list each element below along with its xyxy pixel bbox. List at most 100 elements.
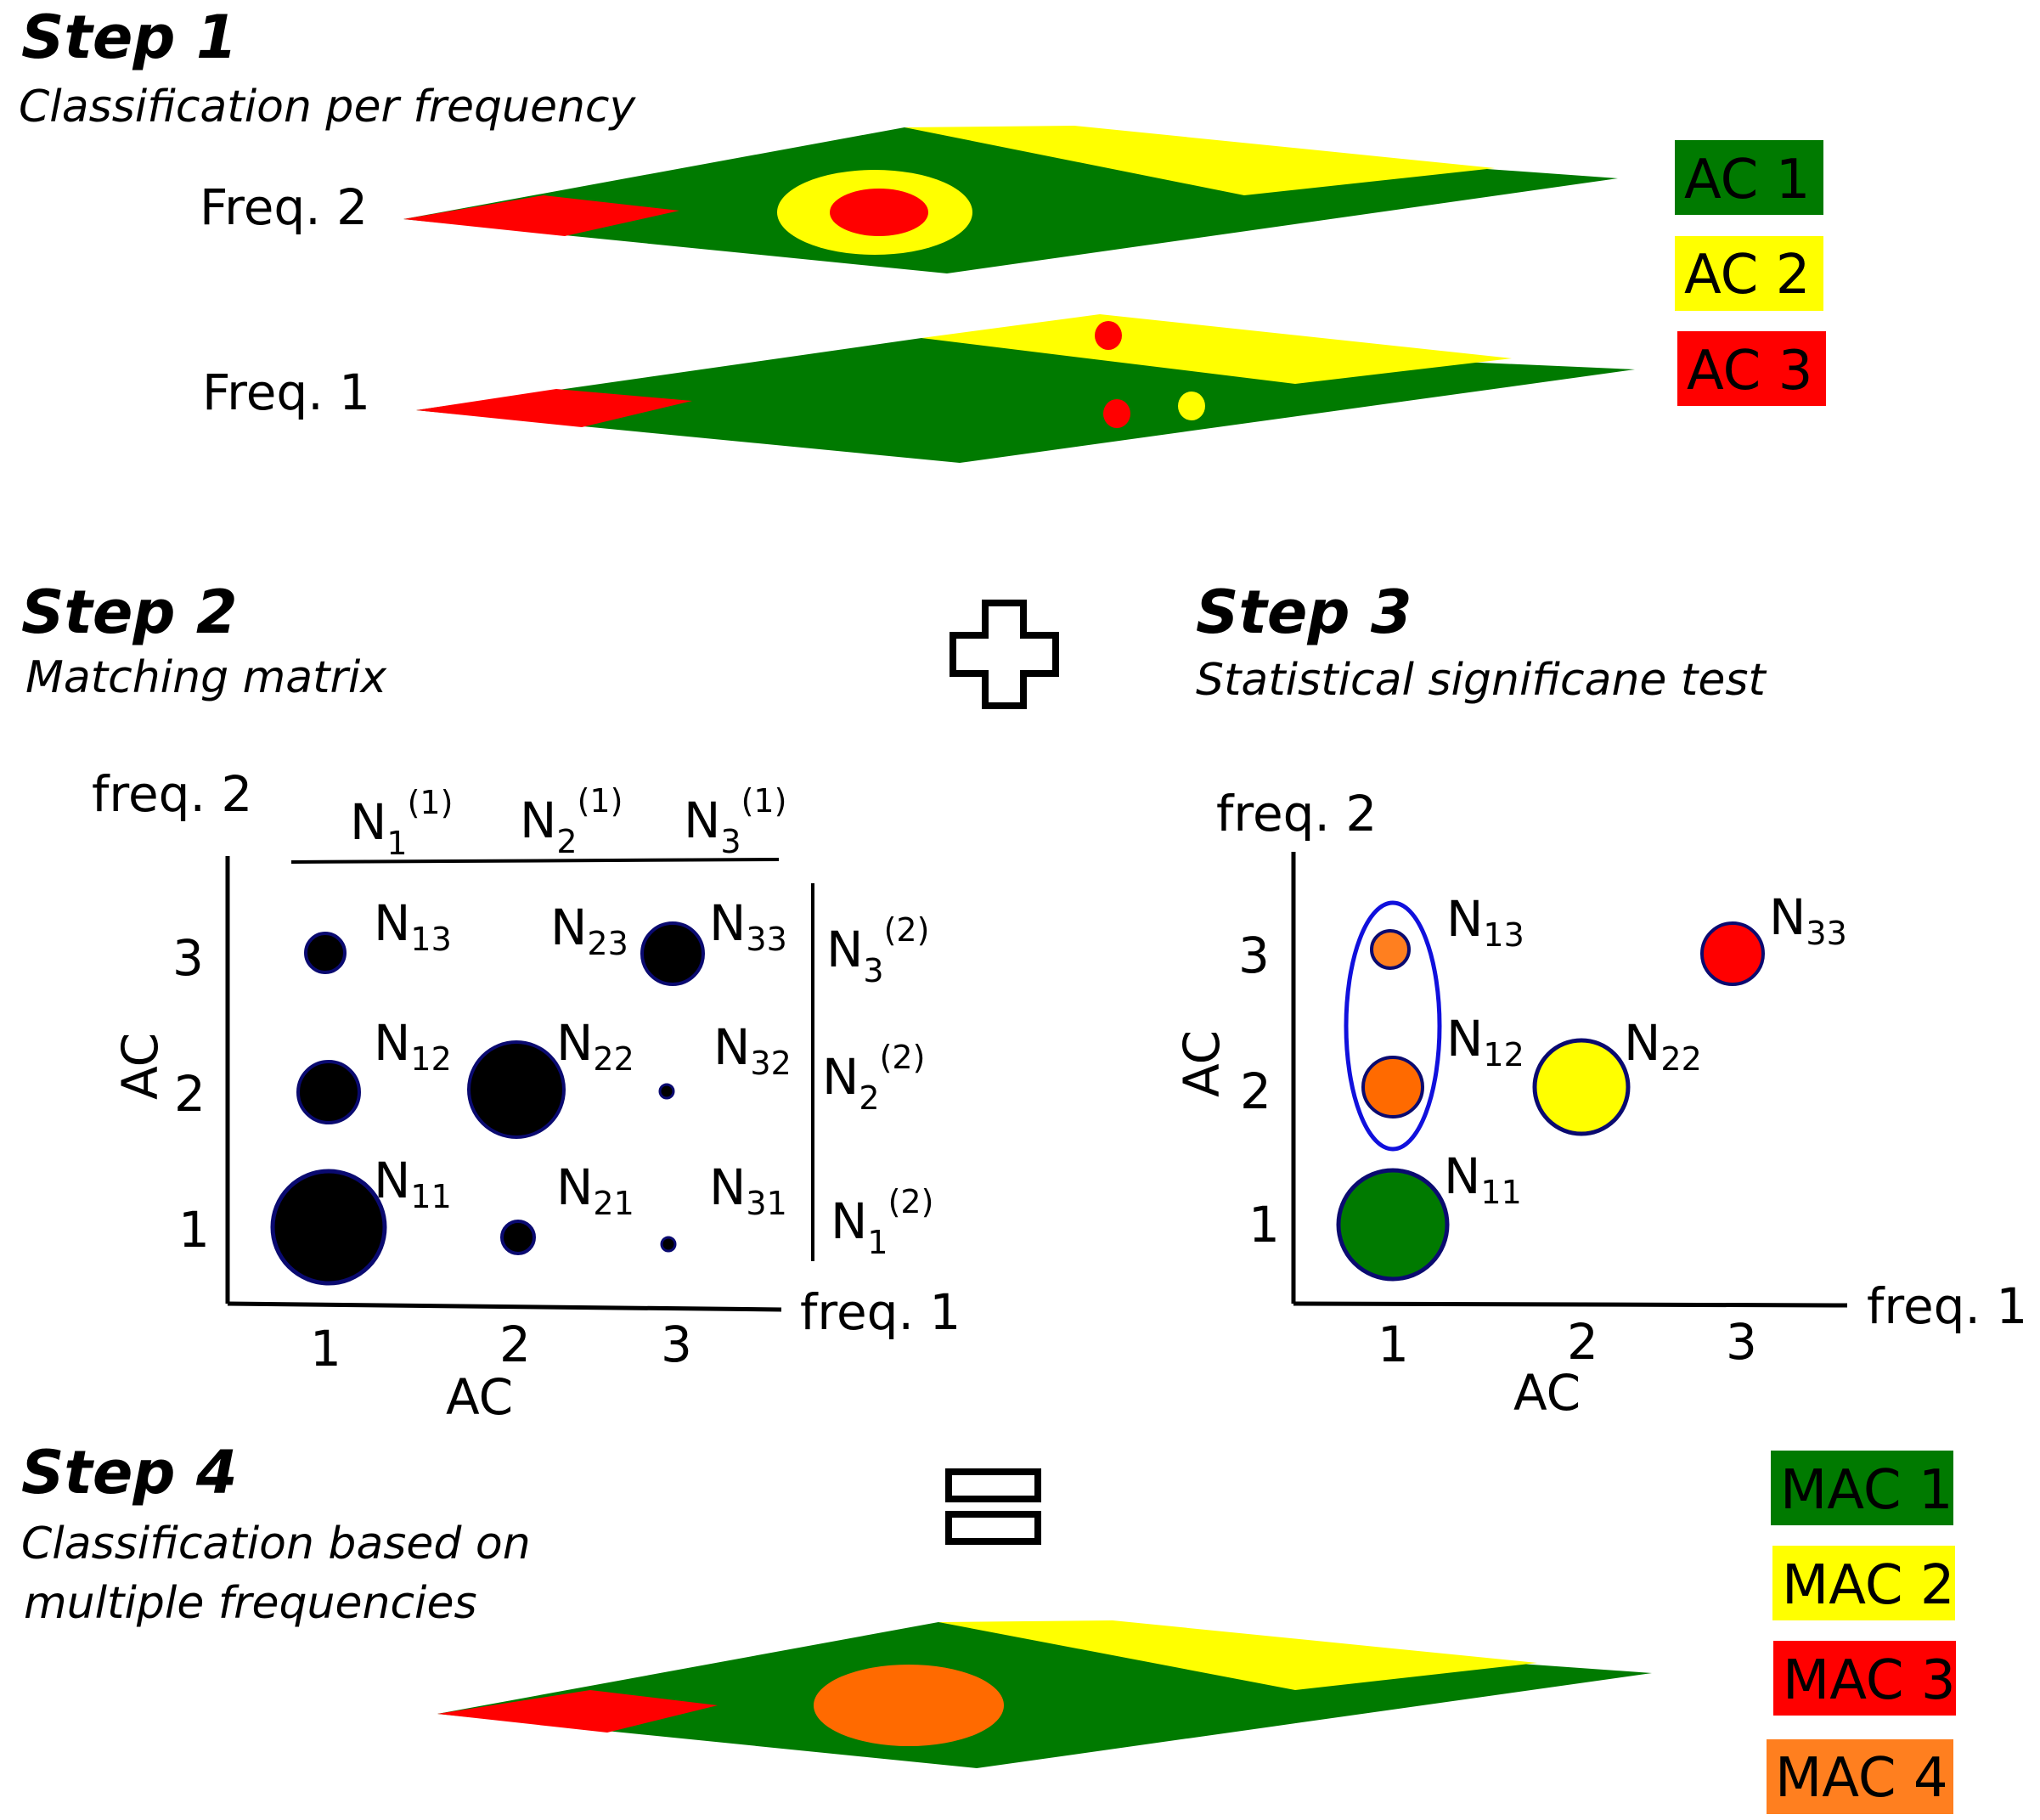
legend-mac3-swatch bbox=[1773, 1641, 1956, 1716]
step3-title: Step 3 bbox=[1196, 578, 1412, 647]
step3-x-tick-1: 1 bbox=[1378, 1316, 1409, 1373]
step2-row-total-3: N3(2) bbox=[826, 911, 929, 989]
step2-title: Step 2 bbox=[21, 578, 238, 647]
n33-red-bubble bbox=[1700, 921, 1765, 986]
n22-yellow-bubble bbox=[1532, 1038, 1631, 1136]
n11-green-bubble bbox=[1336, 1168, 1450, 1282]
step2-matrix: freq. 2 freq. 1 AC AC 1 2 3 1 2 3 N1(1) … bbox=[92, 765, 961, 1426]
n12-label: N12 bbox=[374, 1014, 452, 1078]
freq1-red-dot-top bbox=[1095, 321, 1122, 350]
step2-subtitle: Matching matrix bbox=[25, 652, 387, 703]
n22-bubble bbox=[467, 1040, 566, 1139]
n31-label: N31 bbox=[709, 1158, 787, 1222]
equals-icon bbox=[945, 1468, 1041, 1545]
n12-orange-bubble bbox=[1361, 1056, 1424, 1118]
legend-ac2-swatch bbox=[1675, 236, 1823, 311]
n11-label: N11 bbox=[374, 1152, 452, 1215]
legend-ac2-label: AC 2 bbox=[1684, 244, 1810, 307]
combined-map-layer bbox=[437, 1620, 1652, 1768]
legend-ac3-label: AC 3 bbox=[1687, 340, 1812, 403]
n32-bubble bbox=[658, 1083, 675, 1100]
n21-bubble bbox=[500, 1220, 536, 1255]
legend-ac1-label: AC 1 bbox=[1684, 149, 1810, 211]
step2-row-total-2: N2(2) bbox=[822, 1039, 925, 1117]
step3-x-tick-2: 2 bbox=[1567, 1313, 1598, 1371]
step3-x-axis bbox=[1293, 1301, 1848, 1308]
combined-yellow-area bbox=[938, 1620, 1537, 1690]
freq2-red-area bbox=[403, 195, 679, 236]
step3-subtitle: Statistical significane test bbox=[1196, 655, 1767, 706]
freq2-red-core bbox=[830, 189, 928, 236]
legend-mac2-label: MAC 2 bbox=[1782, 1554, 1955, 1617]
n13-bubble bbox=[304, 932, 347, 974]
n11-bubble bbox=[270, 1169, 387, 1286]
step2-row-total-1: N1(2) bbox=[831, 1183, 933, 1261]
step3-ac-y-label: AC bbox=[1173, 1030, 1231, 1097]
step4-title: Step 4 bbox=[21, 1438, 238, 1507]
freq1-red-dot bbox=[1103, 399, 1130, 428]
step2-ac-y-label: AC bbox=[111, 1033, 169, 1100]
freq1-map-layer bbox=[416, 314, 1635, 463]
combined-red-area bbox=[437, 1690, 718, 1733]
legend-ac1-swatch bbox=[1675, 140, 1823, 215]
freq1-label: Freq. 1 bbox=[202, 363, 370, 421]
step2-y-tick-3: 3 bbox=[172, 929, 204, 987]
step3-significance-plot: freq. 2 freq. 1 AC AC 1 2 3 1 2 3 N13 N1… bbox=[1173, 785, 2027, 1422]
step2-col-total-1: N1(1) bbox=[350, 784, 453, 862]
freq2-map-layer bbox=[403, 126, 1618, 273]
step2-y-tick-1: 1 bbox=[178, 1201, 210, 1259]
n12-bubble bbox=[296, 1060, 361, 1124]
legend-mac3-label: MAC 3 bbox=[1783, 1649, 1956, 1712]
step1-legend: AC 1 AC 2 AC 3 bbox=[1675, 140, 1826, 406]
n33-label: N33 bbox=[709, 894, 787, 958]
step2-ac-x-label: AC bbox=[446, 1368, 513, 1426]
n33-bubble bbox=[640, 921, 705, 986]
n32-label: N32 bbox=[713, 1018, 792, 1082]
step3-ac-x-label: AC bbox=[1513, 1364, 1581, 1422]
step3-y-tick-1: 1 bbox=[1248, 1196, 1280, 1254]
n22-label: N22 bbox=[556, 1014, 634, 1078]
step3-x-axis-label: freq. 1 bbox=[1867, 1277, 2027, 1335]
step2-x-axis-label: freq. 1 bbox=[800, 1283, 961, 1341]
step2-x-axis bbox=[227, 1301, 782, 1312]
legend-mac4-label: MAC 4 bbox=[1775, 1747, 1948, 1810]
s3-n11-label: N11 bbox=[1444, 1147, 1522, 1211]
freq1-yellow-dot bbox=[1178, 392, 1205, 420]
step2-x-tick-1: 1 bbox=[310, 1320, 341, 1378]
legend-mac1-label: MAC 1 bbox=[1780, 1459, 1953, 1522]
step2-col-total-line bbox=[290, 858, 780, 864]
step2-y-axis-label: freq. 2 bbox=[92, 765, 252, 823]
n21-label: N21 bbox=[556, 1158, 634, 1222]
n31-bubble bbox=[660, 1236, 677, 1253]
step2-y-tick-2: 2 bbox=[174, 1065, 206, 1123]
legend-mac2-swatch bbox=[1772, 1546, 1955, 1620]
step4-subtitle-line1: Classification based on bbox=[21, 1519, 531, 1569]
s3-n33-label: N33 bbox=[1769, 888, 1847, 952]
step1-subtitle: Classification per frequency bbox=[19, 82, 637, 132]
n13-orange-bubble bbox=[1370, 929, 1411, 970]
step2-x-tick-2: 2 bbox=[499, 1316, 531, 1373]
n23-label: N23 bbox=[550, 899, 628, 962]
freq1-red-area bbox=[416, 389, 692, 427]
step2-x-tick-3: 3 bbox=[661, 1316, 692, 1373]
merge-group-ellipse bbox=[1344, 900, 1442, 1152]
step2-col-total-3: N3(1) bbox=[684, 782, 786, 860]
combined-orange-area bbox=[814, 1665, 1004, 1746]
legend-mac4-swatch bbox=[1767, 1739, 1953, 1814]
plus-icon bbox=[950, 600, 1059, 709]
n13-label: N13 bbox=[374, 894, 452, 958]
step2-col-total-2: N2(1) bbox=[520, 782, 623, 860]
step3-y-axis-label: freq. 2 bbox=[1216, 785, 1377, 842]
step1-title: Step 1 bbox=[21, 3, 238, 72]
legend-mac1-swatch bbox=[1771, 1451, 1953, 1525]
step3-x-tick-3: 3 bbox=[1726, 1313, 1757, 1371]
freq1-yellow-area bbox=[921, 314, 1512, 384]
step4-subtitle-line2: multiple frequencies bbox=[24, 1578, 477, 1629]
freq2-label: Freq. 2 bbox=[200, 178, 368, 236]
legend-ac3-swatch bbox=[1677, 331, 1826, 406]
freq2-yellow-area bbox=[904, 126, 1495, 195]
s3-n22-label: N22 bbox=[1624, 1014, 1702, 1078]
s3-n12-label: N12 bbox=[1446, 1010, 1524, 1073]
step3-y-tick-2: 2 bbox=[1240, 1062, 1271, 1120]
